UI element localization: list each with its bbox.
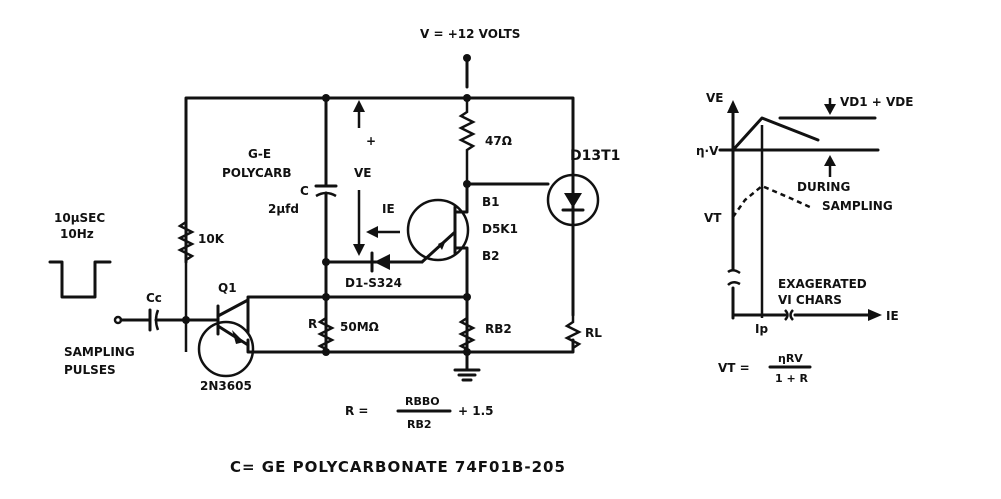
ve-label: VE bbox=[354, 166, 371, 180]
input-label-1: SAMPLING bbox=[64, 345, 135, 359]
supply-wire bbox=[463, 54, 471, 89]
pulse-waveform-icon bbox=[48, 260, 112, 299]
formula-numerator: RBBO bbox=[405, 395, 440, 408]
pulse-label-2: 10Hz bbox=[60, 227, 94, 241]
vt-formula-lhs: VT = bbox=[718, 361, 750, 375]
diode-label: D1-S324 bbox=[345, 276, 402, 290]
r10k-label: 10K bbox=[198, 232, 225, 246]
resistor-r-50m bbox=[317, 316, 335, 351]
r-formula: R = RBBO RB2 + 1.5 bbox=[345, 395, 494, 431]
d13-label: D13T1 bbox=[570, 148, 620, 164]
vt-formula-numerator: ηRV bbox=[778, 352, 803, 365]
cap-label-2: POLYCARB bbox=[222, 166, 292, 180]
graph-exag-label-2: VI CHARS bbox=[778, 293, 842, 307]
capacitor-c bbox=[314, 96, 338, 354]
graph-vt-label: VT bbox=[704, 211, 722, 225]
ground-icon bbox=[453, 350, 481, 382]
capacitor-cc bbox=[113, 308, 188, 332]
resistor-rl bbox=[564, 315, 582, 352]
rl-label: RL bbox=[585, 326, 602, 340]
pulse-label-1: 10µSEC bbox=[54, 211, 105, 225]
graph-y-axis-label: VE bbox=[706, 91, 723, 105]
q1-collector-wire bbox=[246, 295, 469, 334]
ie-label: IE bbox=[382, 202, 395, 216]
vt-formula: VT = ηRV 1 + R bbox=[718, 352, 812, 385]
formula-rhs: + 1.5 bbox=[458, 404, 494, 418]
vi-characteristic-graph bbox=[718, 98, 882, 321]
ve-arrow bbox=[353, 100, 365, 256]
vt-formula-denominator: 1 + R bbox=[775, 372, 809, 385]
caption: C= GE POLYCARBONATE 74F01B-205 bbox=[230, 458, 566, 476]
supply-label: V = +12 VOLTS bbox=[420, 27, 520, 41]
r47-label: 47Ω bbox=[485, 134, 512, 148]
q1-label: Q1 bbox=[218, 281, 237, 295]
q1-part-label: 2N3605 bbox=[200, 379, 252, 393]
diode-d1 bbox=[324, 251, 424, 273]
graph-exag-label-1: EXAGERATED bbox=[778, 277, 867, 291]
plus-label: + bbox=[366, 134, 376, 148]
graph-sampling-label: SAMPLING bbox=[822, 199, 893, 213]
graph-during-label: DURING bbox=[797, 180, 850, 194]
cap-label-3: C bbox=[300, 184, 309, 198]
ujt-transistor bbox=[406, 182, 470, 354]
cap-label-4: 2µfd bbox=[268, 202, 299, 216]
resistor-10k bbox=[177, 215, 195, 352]
ujt-b2-label: B2 bbox=[482, 249, 500, 263]
d13t1-device bbox=[546, 173, 600, 317]
input-label-2: PULSES bbox=[64, 363, 116, 377]
top-rail bbox=[184, 96, 575, 264]
r50-label: 50MΩ bbox=[340, 320, 379, 334]
resistor-47-ohm bbox=[458, 98, 476, 183]
cc-label: Cc bbox=[146, 291, 162, 305]
q1-transistor bbox=[184, 298, 255, 378]
resistor-rb2 bbox=[458, 316, 476, 351]
cap-label-1: G-E bbox=[248, 147, 271, 161]
formula-denominator: RB2 bbox=[407, 418, 432, 431]
ie-arrow bbox=[366, 226, 400, 238]
bottom-rail bbox=[246, 338, 575, 354]
graph-eta-v-label: η·V bbox=[696, 144, 719, 158]
graph-x-axis-label: IE bbox=[886, 309, 899, 323]
graph-delta-label: VD1 + VDE bbox=[840, 95, 913, 109]
rb2-label: RB2 bbox=[485, 322, 512, 336]
formula-lhs: R = bbox=[345, 404, 368, 418]
r-label: R bbox=[308, 317, 317, 331]
graph-ip-label: Ip bbox=[755, 322, 768, 336]
ujt-b1-label: B1 bbox=[482, 195, 500, 209]
ujt-part-label: D5K1 bbox=[482, 222, 518, 236]
